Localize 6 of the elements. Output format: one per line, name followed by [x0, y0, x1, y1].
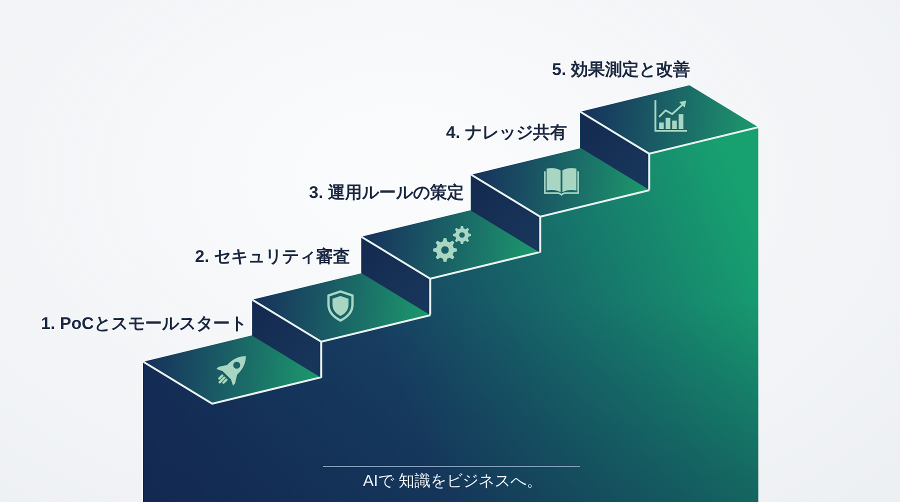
step-label: 5. 効果測定と改善 — [552, 59, 690, 81]
step-label: 2. セキュリティ審査 — [195, 246, 350, 268]
step-label: 3. 運用ルールの策定 — [309, 182, 464, 204]
tagline: AIで 知識をビジネスへ。 — [363, 472, 543, 492]
step-label: 4. ナレッジ共有 — [446, 122, 567, 144]
step-label: 1. PoCとスモールスタート — [41, 313, 247, 335]
